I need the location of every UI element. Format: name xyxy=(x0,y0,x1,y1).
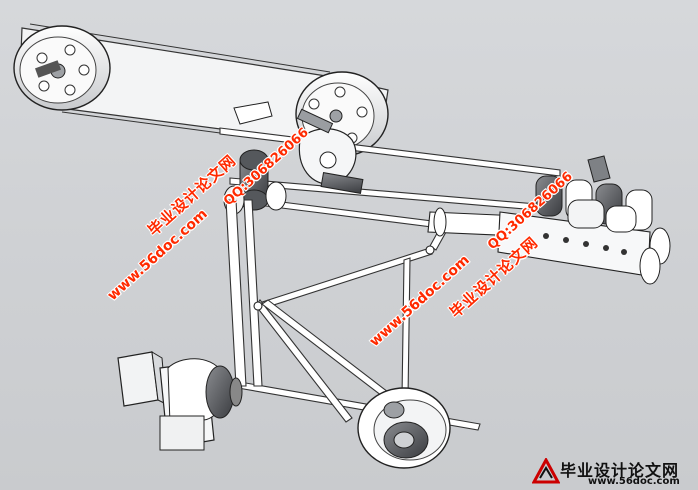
logo-title: 毕业设计论文网 xyxy=(560,461,680,480)
left-pulley xyxy=(13,25,111,111)
central-gear-cluster xyxy=(223,101,287,215)
shafts xyxy=(219,127,561,431)
vertical-belt xyxy=(225,199,263,387)
motor-assembly xyxy=(117,351,243,451)
cam-assembly xyxy=(296,108,364,194)
site-logo: 毕业设计论文网 www.56doc.com xyxy=(530,456,696,488)
lower-wheel xyxy=(357,387,451,469)
logo-mark-icon xyxy=(532,458,560,484)
linkage xyxy=(253,227,447,423)
roller-assembly xyxy=(427,155,671,285)
logo-url: www.56doc.com xyxy=(588,476,680,487)
